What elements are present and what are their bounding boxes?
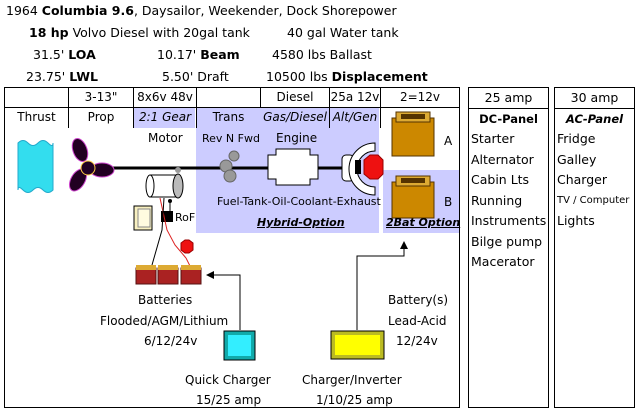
dc-item-starter: Starter — [471, 131, 515, 146]
battery-types-label: Flooded/AGM/Lithium — [100, 314, 229, 328]
battery-switch-icon — [133, 205, 153, 231]
charger-inverter-line — [356, 248, 405, 330]
draft: 5.50' Draft — [162, 69, 229, 84]
battery-s-label: Battery(s) — [388, 293, 449, 307]
engine-label: Engine — [276, 131, 318, 145]
propeller-icon — [68, 137, 115, 192]
fuel-type: Diesel — [276, 90, 314, 104]
battery-s-voltage-label: 12/24v — [396, 334, 438, 348]
boat-model: Columbia 9.6 — [41, 3, 134, 18]
dc-item-alternator: Alternator — [471, 151, 534, 167]
col-divider — [68, 87, 69, 128]
col-divider — [260, 87, 261, 108]
beam-label: Beam — [200, 47, 240, 62]
year: 1964 — [6, 3, 38, 18]
ac-item-fridge: Fridge — [557, 131, 596, 146]
battery-b-label: B — [444, 195, 453, 209]
ac-panel: 30 amp AC-Panel Fridge Galley Charger TV… — [554, 87, 635, 408]
alternator-icon — [341, 142, 384, 196]
thrust-label: Thrust — [17, 110, 56, 124]
battery-bank-icon — [135, 265, 202, 285]
ac-panel-amps: 30 amp — [555, 88, 634, 109]
lwl: 23.75' LWL — [26, 69, 98, 84]
charger-inverter-label: Charger/Inverter — [302, 373, 402, 387]
loa-label: LOA — [68, 47, 96, 62]
displacement: 10500 lbs Displacement — [266, 69, 428, 84]
rev-n-fwd-label: Rev N Fwd — [202, 132, 260, 145]
arrow-icon — [400, 241, 408, 249]
motor-label: Motor — [148, 131, 183, 145]
engine-icon — [267, 148, 319, 186]
quick-charger-icon — [223, 330, 256, 361]
engine-desc: Volvo Diesel with 20gal tank — [72, 25, 250, 40]
quick-charger-amps: 15/25 amp — [196, 393, 262, 407]
displacement-value: 10500 lbs — [266, 69, 328, 84]
loa: 31.5' LOA — [33, 47, 96, 62]
quick-charger-label: Quick Charger — [185, 373, 271, 387]
water-thrust-icon — [17, 140, 54, 193]
beam-value: 10.17' — [157, 47, 197, 62]
batteries-label: Batteries — [138, 293, 193, 307]
negative-wire — [151, 197, 165, 266]
engine-hp: 18 hp — [29, 25, 69, 40]
col-divider — [133, 87, 134, 128]
electric-motor-icon — [145, 167, 184, 199]
quick-charger-line — [212, 274, 241, 330]
arrow-icon — [206, 271, 214, 279]
battery-voltage-label: 6/12/24v — [144, 334, 198, 348]
ac-item-lights: Lights — [557, 213, 595, 228]
displacement-label: Displacement — [331, 69, 428, 84]
trans-label: Trans — [212, 110, 245, 124]
row-divider — [4, 107, 460, 108]
motor-spec: 8x6v 48v — [137, 90, 193, 104]
beam: 10.17' Beam — [157, 47, 240, 62]
prop-size: 3-13" — [84, 90, 118, 104]
dc-item-bilge-pump: Bilge pump — [471, 233, 543, 249]
ac-item-galley: Galley — [557, 151, 597, 167]
alt-gen-label: Alt/Gen — [332, 110, 378, 124]
relay-icon — [161, 211, 173, 222]
ac-panel-title: AC-Panel — [565, 112, 624, 126]
ac-item-charger: Charger — [557, 172, 607, 187]
battery-a-label: A — [444, 134, 453, 148]
spec-line-2: 18 hp Volvo Diesel with 20gal tank — [29, 25, 250, 40]
alt-spec: 25a 12v — [330, 90, 380, 104]
rof-label: RoF — [175, 211, 196, 224]
charger-inverter-icon — [330, 330, 385, 360]
dc-panel-title: DC-Panel — [479, 112, 538, 126]
fuse-icon — [180, 239, 194, 254]
col-divider — [196, 87, 197, 128]
dc-item-running: Running — [471, 192, 523, 208]
dc-item-instruments: Instruments — [471, 213, 547, 228]
dc-panel: 25 amp DC-Panel Starter Alternator Cabin… — [468, 87, 549, 408]
gears-icon — [219, 150, 240, 183]
lwl-label: LWL — [69, 69, 98, 84]
col-divider — [329, 87, 330, 128]
lwl-value: 23.75' — [26, 69, 66, 84]
water-tank: 40 gal Water tank — [287, 25, 399, 40]
boat-usage: , Daysailor, Weekender, Dock Shorepower — [133, 3, 397, 18]
ballast: 4580 lbs Ballast — [272, 47, 372, 62]
battery-b-icon — [391, 175, 435, 219]
gear-label: 2:1 Gear — [138, 110, 192, 124]
col-divider — [380, 87, 381, 128]
fuel-systems-label: Fuel-Tank-Oil-Coolant-Exhaust — [217, 195, 381, 208]
charger-inverter-amps: 1/10/25 amp — [316, 393, 393, 407]
lead-acid-label: Lead-Acid — [388, 314, 447, 328]
dc-item-cabin-lights: Cabin Lts — [471, 172, 530, 187]
loa-value: 31.5' — [33, 47, 65, 62]
gear-highlight — [134, 108, 195, 128]
ac-item-tv-computer: TV / Computer — [557, 194, 630, 206]
relay-terminal — [168, 199, 172, 203]
gas-diesel-label: Gas/Diesel — [263, 110, 327, 124]
twobat-option-link[interactable]: 2Bat Option — [386, 216, 461, 229]
battery-spec: 2=12v — [399, 90, 441, 104]
hybrid-option-link[interactable]: Hybrid-Option — [257, 216, 345, 229]
battery-a-icon — [391, 111, 435, 157]
spec-line-1: 1964 Columbia 9.6, Daysailor, Weekender,… — [6, 3, 397, 18]
dc-item-macerator: Macerator — [471, 254, 535, 269]
drivetrain-diagram — [4, 87, 460, 408]
dc-panel-amps: 25 amp — [469, 88, 548, 109]
prop-label: Prop — [87, 110, 115, 124]
